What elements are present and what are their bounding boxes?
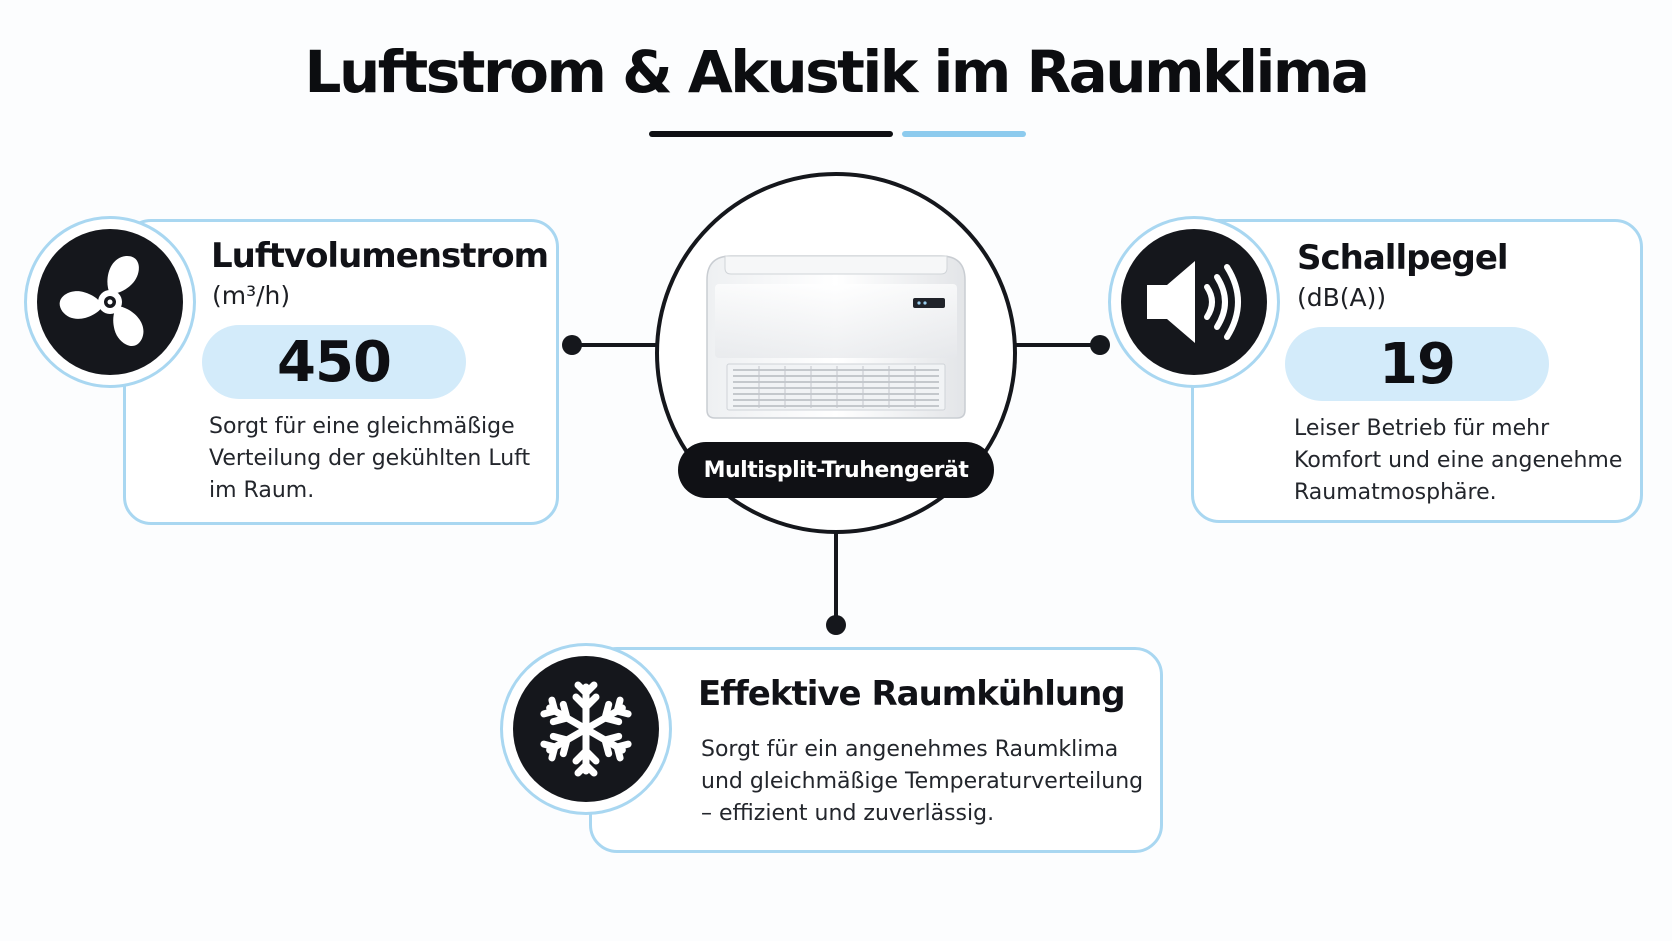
airflow-description-line: Sorgt für eine gleichmäßige — [209, 414, 515, 439]
fan-icon — [59, 255, 144, 346]
sound-description-line: Raumatmosphäre. — [1294, 480, 1497, 505]
cooling-title: Effektive Raumkühlung — [698, 674, 1126, 714]
cooling-description-line: – effizient und zuverlässig. — [701, 801, 995, 826]
device-label: Multisplit-Truhengerät — [678, 442, 994, 498]
connector-dot-left — [562, 335, 582, 355]
sound-description: Leiser Betrieb für mehr Komfort und eine… — [1294, 413, 1622, 509]
cooling-card — [589, 647, 1163, 853]
cooling-icon-disc — [513, 656, 659, 802]
cooling-description-line: Sorgt für ein angenehmes Raumklima — [701, 737, 1119, 762]
airflow-description-line: Verteilung der gekühlten Luft — [209, 446, 531, 471]
sound-description-line: Komfort und eine angenehme — [1294, 448, 1623, 473]
airflow-unit: (m³/h) — [212, 281, 291, 310]
sound-value: 19 — [1379, 331, 1456, 397]
connector-right — [1015, 343, 1101, 347]
sound-description-line: Leiser Betrieb für mehr — [1294, 416, 1550, 441]
connector-dot-bottom — [826, 615, 846, 635]
airflow-value: 450 — [277, 329, 392, 395]
cooling-description: Sorgt für ein angenehmes Raumklima und g… — [701, 734, 1143, 830]
sound-title: Schallpegel — [1297, 238, 1509, 278]
airflow-description-line: im Raum. — [209, 478, 315, 503]
speaker-icon — [1147, 261, 1241, 343]
connector-dot-right — [1090, 335, 1110, 355]
connector-left — [572, 343, 658, 347]
airflow-icon-disc — [37, 229, 183, 375]
title-underline-dark — [649, 131, 893, 137]
page-title: Luftstrom & Akustik im Raumklima — [304, 38, 1370, 106]
airflow-description: Sorgt für eine gleichmäßige Verteilung d… — [209, 411, 530, 507]
sound-icon-disc — [1121, 229, 1267, 375]
airflow-value-pill: 450 — [202, 325, 466, 399]
title-underline-light — [902, 131, 1026, 137]
airflow-title: Luftvolumenstrom — [211, 236, 549, 276]
cooling-description-line: und gleichmäßige Temperaturverteilung — [701, 769, 1144, 794]
connector-bottom — [834, 532, 838, 624]
ac-unit-image — [706, 255, 966, 419]
sound-value-pill: 19 — [1285, 327, 1549, 401]
device-circle — [655, 172, 1017, 534]
sound-unit: (dB(A)) — [1297, 283, 1387, 312]
snowflake-icon — [536, 681, 636, 779]
